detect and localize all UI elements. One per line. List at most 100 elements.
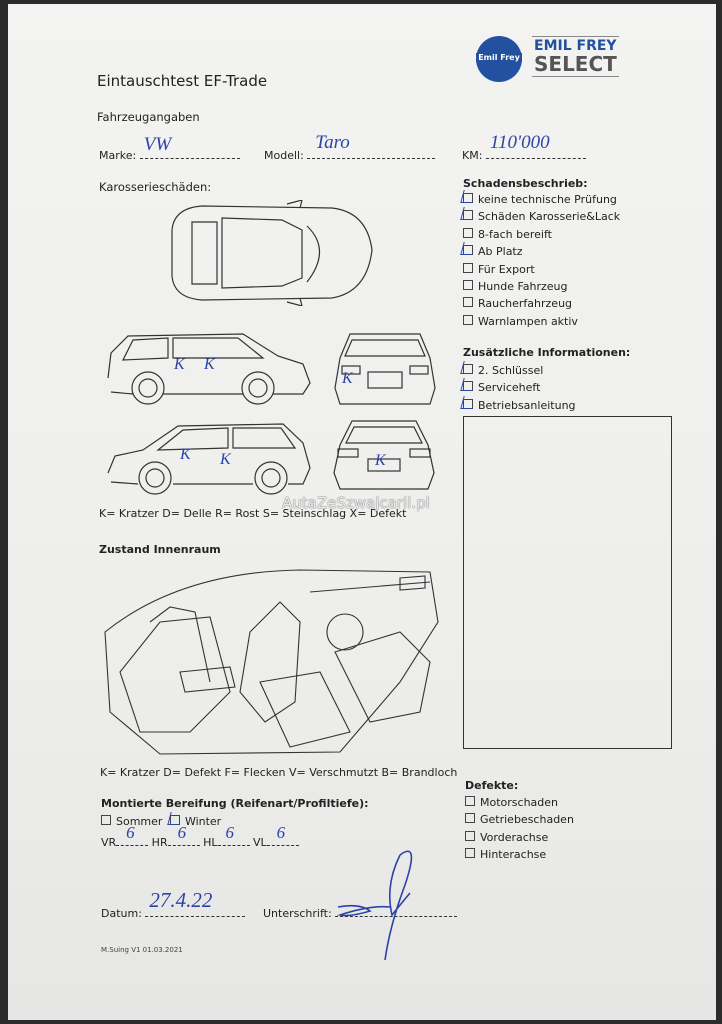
sommer-checkbox[interactable]: [101, 815, 111, 825]
damage-mark: K: [180, 446, 191, 463]
defect-item-label: Motorschaden: [480, 796, 558, 809]
checkbox[interactable]: [463, 245, 473, 256]
modell-field[interactable]: Modell: Taro: [264, 132, 436, 162]
datum-value: 27.4.22: [149, 888, 213, 912]
hr-field[interactable]: 6: [167, 823, 200, 846]
damage-mark: K: [220, 451, 231, 468]
damage-description-item-label: Warnlampen aktiv: [478, 314, 578, 328]
winter-checkbox[interactable]: [169, 815, 180, 825]
damage-description-item-label: keine technische Prüfung: [478, 193, 617, 206]
interior-heading: Zustand Innenraum: [99, 543, 221, 556]
damage-mark: K: [174, 356, 185, 373]
form-title: Eintauschtest EF-Trade: [97, 72, 268, 90]
additional-info-item[interactable]: Serviceheft: [463, 379, 576, 396]
damage-mark: K: [375, 452, 386, 469]
damage-description-item[interactable]: Für Export: [463, 261, 620, 278]
interior-legend: K= Kratzer D= Defekt F= Flecken V= Versc…: [100, 766, 458, 779]
hl-value: 6: [225, 823, 235, 842]
damage-description-item-label: Ab Platz: [478, 245, 523, 259]
winter-label: Winter: [184, 815, 222, 828]
checkbox[interactable]: [463, 314, 473, 325]
damage-description-item[interactable]: 8-fach bereift: [463, 226, 620, 243]
checkbox[interactable]: [465, 848, 475, 859]
km-value: 110'000: [489, 132, 550, 153]
car-side-view-right-diagram: [107, 423, 311, 495]
checkbox[interactable]: [463, 227, 473, 238]
damage-description-item[interactable]: Warnlampen aktiv: [463, 313, 620, 330]
car-front-view-diagram: [334, 333, 436, 405]
additional-info-item-label: Betriebsanleitung: [478, 398, 576, 412]
form-version: M.Suing V1 01.03.2021: [101, 946, 183, 954]
damage-description-item[interactable]: Schäden Karosserie&Lack: [463, 208, 620, 225]
emil-frey-select-logo: EMIL FREY SELECT: [532, 36, 619, 77]
vr-value: 6: [126, 823, 135, 842]
body-damage-legend: K= Kratzer D= Delle R= Rost S= Steinschl…: [99, 507, 407, 520]
checkbox[interactable]: [463, 210, 473, 221]
marke-label: Marke:: [99, 149, 137, 162]
checkbox[interactable]: [463, 297, 473, 308]
vl-field[interactable]: 6: [266, 823, 299, 846]
km-field[interactable]: KM: 110'000: [462, 132, 586, 162]
damage-description-item-label: Raucherfahrzeug: [478, 297, 573, 311]
damage-description-item[interactable]: Raucherfahrzeug: [463, 295, 620, 312]
emil-frey-logo-badge: Emil Frey: [476, 36, 522, 82]
watermark: AutaZeSzwajcarii.pl: [282, 494, 430, 512]
vl-value: 6: [276, 823, 286, 842]
additional-info-item[interactable]: 2. Schlüssel: [463, 362, 576, 379]
defect-item[interactable]: Vorderachse: [465, 829, 574, 846]
defect-item[interactable]: Motorschaden: [465, 794, 574, 811]
hr-value: 6: [177, 823, 187, 842]
checkbox[interactable]: [463, 262, 473, 273]
defect-item-label: Hinterachse: [480, 848, 547, 862]
marke-value: VW: [143, 134, 172, 155]
body-damage-heading: Karosserieschäden:: [99, 180, 212, 194]
checkbox[interactable]: [465, 796, 475, 806]
car-top-view-diagram: [171, 200, 373, 306]
damage-description-item[interactable]: keine technische Prüfung: [463, 191, 620, 208]
handwritten-signature: [336, 850, 413, 961]
signature-field[interactable]: Unterschrift:: [263, 904, 458, 920]
checkbox[interactable]: [463, 364, 473, 374]
hr-label: HR: [151, 836, 168, 849]
additional-info-item-label: 2. Schlüssel: [478, 364, 544, 377]
defect-item[interactable]: Hinterachse: [465, 846, 574, 863]
checkbox[interactable]: [463, 279, 473, 290]
additional-info-item-label: Serviceheft: [478, 381, 541, 395]
additional-info-item[interactable]: Betriebsanleitung: [463, 397, 576, 414]
tire-type-row: Sommer Winter: [101, 815, 221, 828]
checkbox[interactable]: [465, 813, 475, 824]
datum-label: Datum:: [101, 907, 142, 920]
modell-label: Modell:: [264, 149, 304, 162]
signature-label: Unterschrift:: [263, 907, 332, 920]
tires-heading: Montierte Bereifung (Reifenart/Profiltie…: [101, 797, 369, 810]
sommer-label: Sommer: [116, 815, 163, 828]
vl-label: VL: [253, 836, 267, 849]
checkbox[interactable]: [465, 830, 475, 841]
car-interior-diagram: [104, 569, 439, 755]
vr-field[interactable]: 6: [116, 823, 149, 846]
checkbox[interactable]: [463, 381, 473, 392]
damage-description-item-label: 8-fach bereift: [478, 227, 552, 241]
vr-label: VR: [101, 836, 117, 849]
logo-badge-text: Emil Frey: [476, 53, 522, 62]
damage-description-item[interactable]: Hunde Fahrzeug: [463, 278, 620, 295]
km-label: KM:: [462, 149, 483, 162]
damage-description-item-label: Hunde Fahrzeug: [478, 279, 568, 293]
car-side-view-left-diagram: [107, 333, 311, 405]
damage-description-item[interactable]: Ab Platz: [463, 243, 620, 260]
checkbox[interactable]: [463, 193, 473, 203]
checkbox[interactable]: [463, 398, 473, 409]
damage-description-item-label: Für Export: [478, 262, 535, 276]
damage-mark: K: [204, 356, 215, 373]
hl-field[interactable]: 6: [217, 823, 250, 846]
modell-value: Taro: [315, 132, 350, 153]
additional-info-heading: Zusätzliche Informationen:: [463, 346, 631, 359]
defect-item-label: Vorderachse: [480, 830, 549, 844]
datum-field[interactable]: Datum: 27.4.22: [101, 888, 246, 920]
defect-item[interactable]: Getriebeschaden: [465, 811, 574, 828]
notes-box[interactable]: [463, 416, 672, 749]
marke-field[interactable]: Marke: VW: [99, 134, 240, 162]
car-rear-view-diagram: [333, 420, 435, 490]
